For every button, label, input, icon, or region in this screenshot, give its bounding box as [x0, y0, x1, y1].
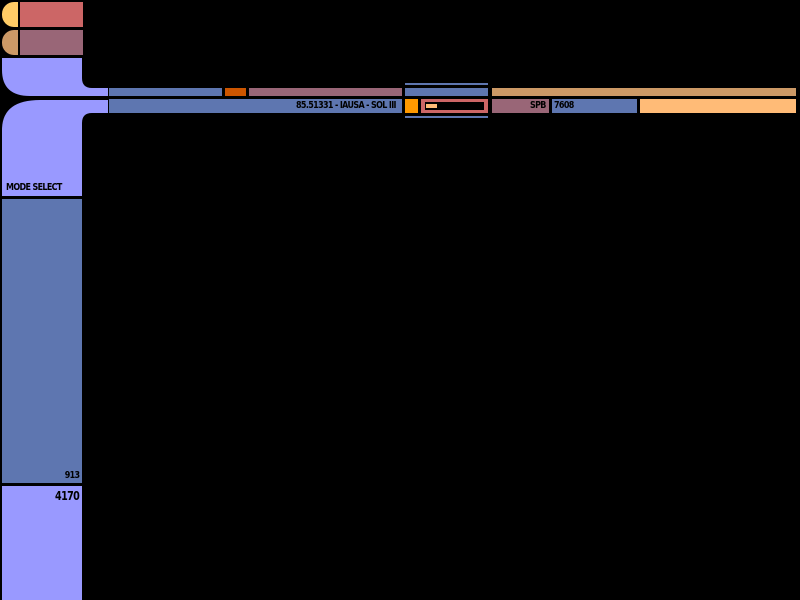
- location-bar[interactable]: 85.51331 - IAUSA - SOL III: [109, 99, 402, 113]
- header-bar-blue: [109, 88, 222, 96]
- progress-track: [425, 102, 484, 110]
- top-button-mauve: [20, 30, 83, 55]
- spb-value-block[interactable]: 7608: [552, 99, 637, 113]
- lower-value: 4170: [54, 489, 80, 503]
- header-bar-tan: [492, 88, 796, 96]
- bracket-bottom-line: [405, 116, 488, 118]
- top-toggle-1[interactable]: [2, 2, 83, 27]
- spb-value: 7608: [554, 100, 574, 111]
- panel-value: 913: [64, 470, 79, 481]
- header-bar-orange: [225, 88, 246, 96]
- header-bar-mauve: [249, 88, 402, 96]
- sidebar-lower-panel[interactable]: 4170: [2, 486, 82, 600]
- header-bar-blue-2: [405, 88, 488, 96]
- progress-fill: [426, 104, 437, 108]
- upper-elbow: [2, 58, 108, 96]
- pill-cap-tan: [2, 30, 18, 55]
- pill-cap-gold: [2, 2, 18, 27]
- lower-elbow: [2, 100, 108, 196]
- spb-label-block[interactable]: SPB: [492, 99, 549, 113]
- sidebar-panel[interactable]: 913: [2, 199, 82, 483]
- top-button-red: [20, 2, 83, 27]
- top-toggle-2[interactable]: [2, 30, 83, 55]
- header-bar-peach[interactable]: [640, 99, 796, 113]
- spb-label: SPB: [530, 100, 546, 111]
- mode-select-label: MODE SELECT: [6, 182, 62, 193]
- orange-indicator[interactable]: [405, 99, 418, 113]
- location-text: 85.51331 - IAUSA - SOL III: [296, 100, 397, 111]
- progress-frame: [421, 99, 488, 113]
- bracket-top-line: [405, 83, 488, 85]
